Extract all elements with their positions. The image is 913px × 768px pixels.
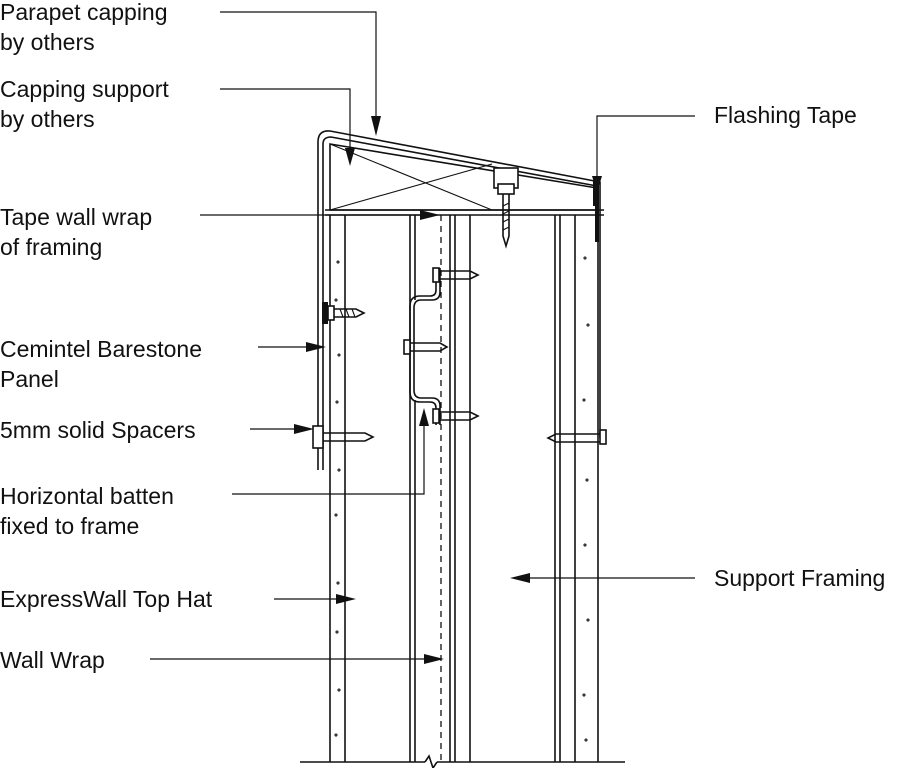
label-support-framing: Support Framing <box>714 563 885 593</box>
label-line: Flashing Tape <box>714 102 857 128</box>
label-barestone-panel: Cemintel Barestone Panel <box>0 334 202 394</box>
framing-top-plate <box>325 209 604 216</box>
label-line: Panel <box>0 366 59 392</box>
label-tape-wall-wrap: Tape wall wrap of framing <box>0 202 152 262</box>
label-solid-spacers: 5mm solid Spacers <box>0 415 196 445</box>
label-line: Capping support <box>0 76 169 102</box>
label-top-hat: ExpressWall Top Hat <box>0 584 212 614</box>
label-line: Tape wall wrap <box>0 204 153 230</box>
label-line: Cemintel Barestone <box>0 336 202 362</box>
capping-bracket <box>493 167 519 249</box>
label-line: Wall Wrap <box>0 647 105 673</box>
label-line: Horizontal batten <box>0 483 174 509</box>
break-line <box>300 754 625 768</box>
label-line: Support Framing <box>714 565 886 591</box>
label-parapet-capping: Parapet capping by others <box>0 0 168 57</box>
label-wall-wrap: Wall Wrap <box>0 645 105 675</box>
label-capping-support: Capping support by others <box>0 74 169 134</box>
label-line: 5mm solid Spacers <box>0 417 196 443</box>
label-line: by others <box>0 29 95 55</box>
capping-support <box>329 143 598 211</box>
label-line: ExpressWall Top Hat <box>0 586 213 612</box>
label-line: of framing <box>0 234 103 260</box>
horizontal-batten <box>413 268 441 425</box>
leader-lines <box>150 11 695 664</box>
label-line: by others <box>0 106 95 132</box>
support-framing <box>449 215 599 762</box>
fixings <box>312 267 607 449</box>
label-horizontal-batten: Horizontal batten fixed to frame <box>0 481 174 541</box>
label-line: fixed to frame <box>0 513 140 539</box>
label-line: Parapet capping <box>0 0 168 25</box>
flashing-tape <box>593 180 599 242</box>
barestone-panel <box>329 215 346 762</box>
label-flashing-tape: Flashing Tape <box>714 100 857 130</box>
